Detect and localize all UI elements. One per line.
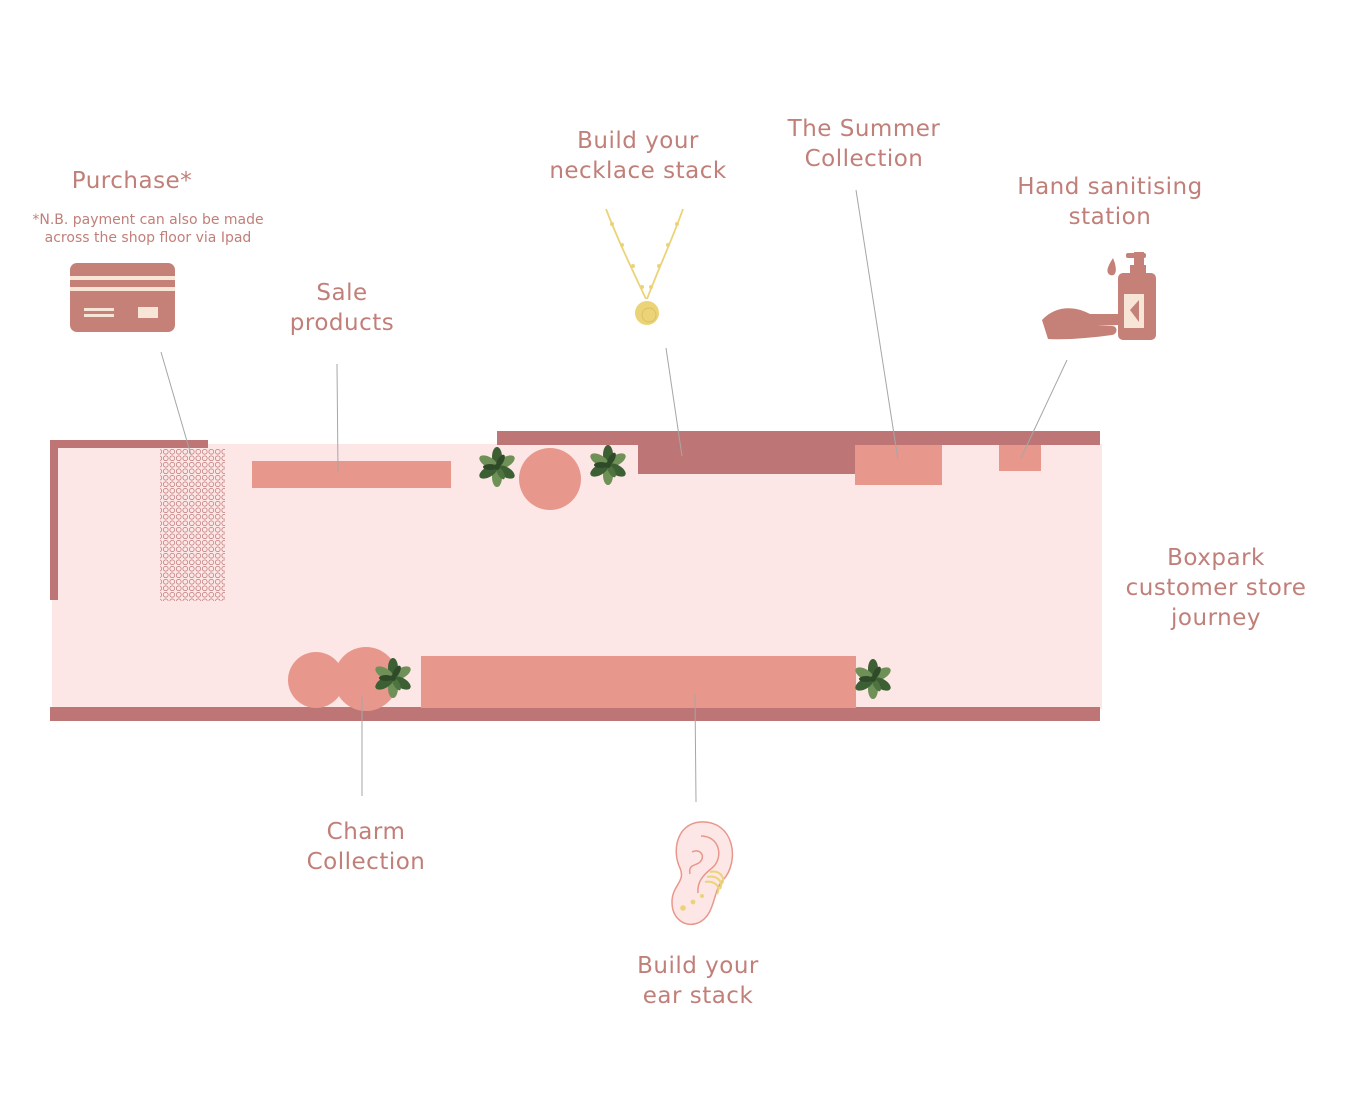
- journey-title-line: Boxpark: [1167, 545, 1265, 571]
- necklace-label-line: Build your: [577, 128, 699, 154]
- sanitising-station: [999, 445, 1041, 471]
- purchase-label: Purchase*: [42, 166, 222, 196]
- summer-collection-table: [855, 445, 942, 485]
- necklace-label-line: necklace stack: [549, 158, 727, 184]
- sale-label-line: Sale: [316, 280, 368, 306]
- purchase-note-line: across the shop floor via Ipad: [44, 230, 252, 246]
- ear-icon: [671, 821, 734, 925]
- hand-leader: [1020, 359, 1068, 459]
- journey-title-line: journey: [1171, 605, 1261, 631]
- summer-label-line: Collection: [804, 146, 924, 172]
- charm-label: Charm Collection: [276, 817, 456, 877]
- necklace-wall-unit: [638, 431, 856, 474]
- purchase-title: Purchase*: [71, 168, 193, 194]
- charm-table-right: [334, 647, 398, 711]
- left-wall: [50, 440, 58, 600]
- purchase-note-line: *N.B. payment can also be made: [32, 212, 264, 228]
- purchase-counter-mat: [160, 448, 225, 601]
- leader-lines: [160, 189, 1068, 803]
- journey-title-line: customer store: [1125, 575, 1307, 601]
- ear-label-line: Build your: [637, 953, 759, 979]
- summer-label: The Summer Collection: [764, 114, 964, 174]
- bottom-wall: [50, 707, 1100, 721]
- sale-leader: [336, 363, 339, 473]
- ear-label: Build your ear stack: [608, 951, 788, 1011]
- journey-title: Boxpark customer store journey: [1106, 543, 1326, 633]
- purchase-leader: [160, 351, 192, 456]
- charm-table-left: [288, 652, 344, 708]
- purchase-note: *N.B. payment can also be made across th…: [17, 211, 279, 247]
- sale-products-table: [252, 461, 451, 488]
- sale-label-line: products: [289, 310, 395, 336]
- summer-leader: [855, 189, 899, 461]
- sale-label: Sale products: [262, 278, 422, 338]
- summer-label-line: The Summer: [787, 116, 941, 142]
- charm-label-line: Charm: [326, 819, 406, 845]
- top-left-wall: [50, 440, 208, 448]
- hand-label-line: Hand sanitising: [1017, 174, 1203, 200]
- credit-card-icon: [70, 263, 175, 332]
- necklace-icon: [605, 208, 684, 325]
- round-display-table: [519, 448, 581, 510]
- necklace-label: Build your necklace stack: [528, 126, 748, 186]
- ear-stack-counter: [421, 656, 856, 708]
- ear-label-line: ear stack: [642, 983, 754, 1009]
- charm-label-line: Collection: [306, 849, 426, 875]
- necklace-leader: [665, 347, 683, 457]
- hand-sanitising-label: Hand sanitising station: [990, 172, 1230, 232]
- ear-leader: [694, 693, 697, 803]
- hand-sanitiser-icon: [1042, 252, 1156, 340]
- hand-label-line: station: [1068, 204, 1152, 230]
